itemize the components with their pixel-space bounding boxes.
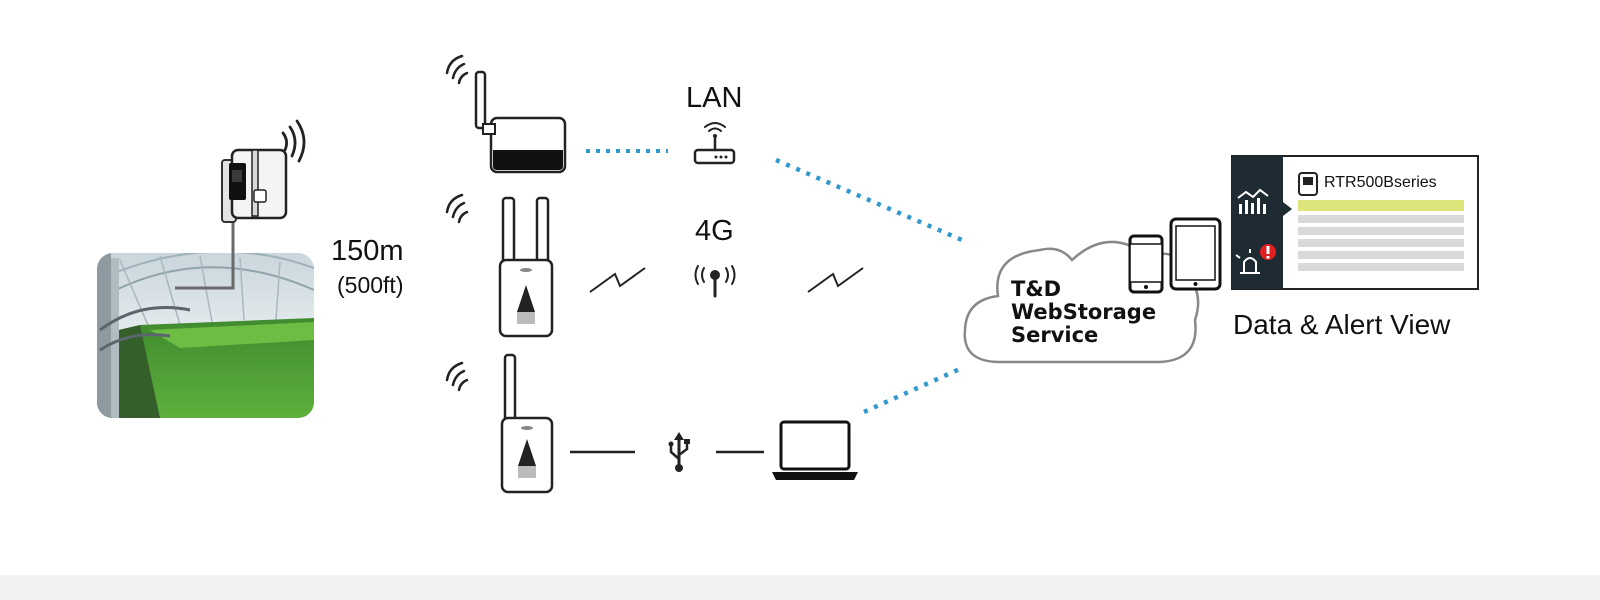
distance-imperial-label: (500ft) — [337, 272, 404, 298]
usb-icon — [668, 432, 690, 472]
wireless-logger-icon — [221, 148, 288, 223]
laptop-icon — [772, 420, 858, 480]
wifi-signal-icon — [445, 193, 469, 224]
highlight-row — [1298, 200, 1464, 211]
logger-mini-icon — [1298, 172, 1318, 196]
wifi-signal-icon — [445, 54, 469, 85]
distance-label: 150m — [331, 235, 404, 267]
footer-band — [0, 575, 1600, 600]
tablet-icon — [1169, 217, 1222, 291]
greenhouse-photo — [97, 253, 314, 418]
data-alert-view-caption: Data & Alert View — [1233, 309, 1451, 340]
chart-icon — [1237, 188, 1269, 214]
base-unit-usb-icon — [445, 353, 554, 494]
cloud-service-label: T&D WebStorage Service — [1011, 278, 1156, 347]
probe-cable — [175, 222, 235, 290]
cloud-line-2: WebStorage — [1011, 300, 1157, 324]
base-unit-4g-icon — [445, 193, 554, 338]
lan-cloud-dotted-link — [775, 157, 963, 243]
wifi-signal-icon — [445, 361, 469, 392]
usb-cloud-dotted-link — [863, 365, 963, 415]
data-view-panel — [1231, 155, 1479, 290]
device-series-label: RTR500Bseries — [1324, 174, 1437, 191]
cloud-line-3: Service — [1011, 323, 1099, 347]
cell-tower-icon — [694, 265, 736, 298]
wireless-link-icon — [807, 267, 864, 293]
router-icon — [693, 122, 736, 165]
wifi-signal-icon — [281, 119, 306, 163]
lan-label: LAN — [686, 82, 743, 114]
cloud-line-1: T&D — [1011, 277, 1062, 301]
smartphone-icon — [1128, 234, 1164, 294]
wireless-link-icon — [589, 267, 646, 293]
alarm-icon — [1235, 249, 1260, 274]
base-unit-lan-icon — [445, 54, 567, 174]
cellular-label: 4G — [695, 215, 734, 247]
